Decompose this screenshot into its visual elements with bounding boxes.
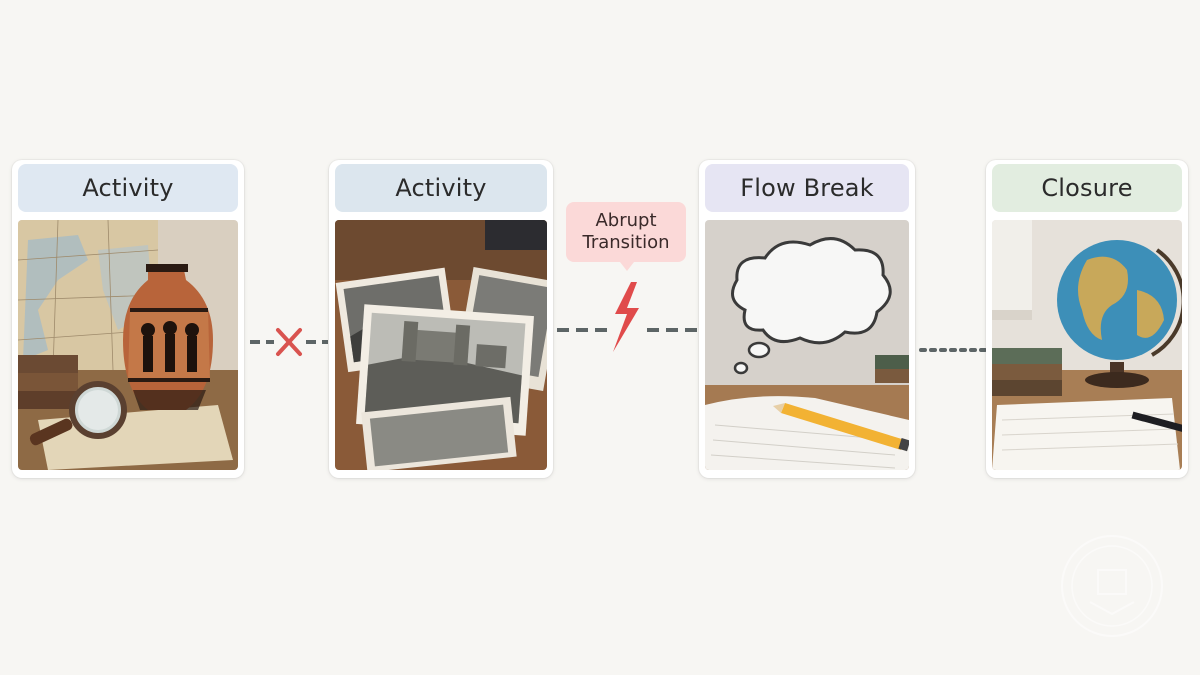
pencil-icon xyxy=(773,403,909,452)
lightning-icon xyxy=(613,282,639,352)
castle-photos-image xyxy=(335,220,547,470)
closure-card-title: Closure xyxy=(992,164,1182,212)
callout-line-1: Abrupt xyxy=(595,210,657,231)
abrupt-transition-callout: Abrupt Transition xyxy=(566,202,686,271)
globe-notebook-image xyxy=(992,220,1182,470)
greek-vase-image xyxy=(18,220,238,470)
flow-break-card: Flow Break xyxy=(699,160,915,478)
watermark-seal-icon xyxy=(1061,535,1163,637)
activity-card-1-title: Activity xyxy=(18,164,238,212)
callout-line-2: Transition xyxy=(582,232,670,253)
closure-card: Closure xyxy=(986,160,1188,478)
activity-card-2-title: Activity xyxy=(335,164,547,212)
connector-3 xyxy=(919,348,987,352)
connector-1 xyxy=(250,328,328,356)
flow-break-card-title: Flow Break xyxy=(705,164,909,212)
x-mark-icon xyxy=(276,328,302,356)
pen-icon xyxy=(1131,411,1182,433)
activity-card-1: Activity xyxy=(12,160,244,478)
thought-cloud-icon xyxy=(731,237,892,375)
globe-icon xyxy=(1057,240,1182,388)
activity-card-2: Activity xyxy=(329,160,553,478)
connector-2 xyxy=(557,282,699,352)
thought-cloud-image xyxy=(705,220,909,470)
